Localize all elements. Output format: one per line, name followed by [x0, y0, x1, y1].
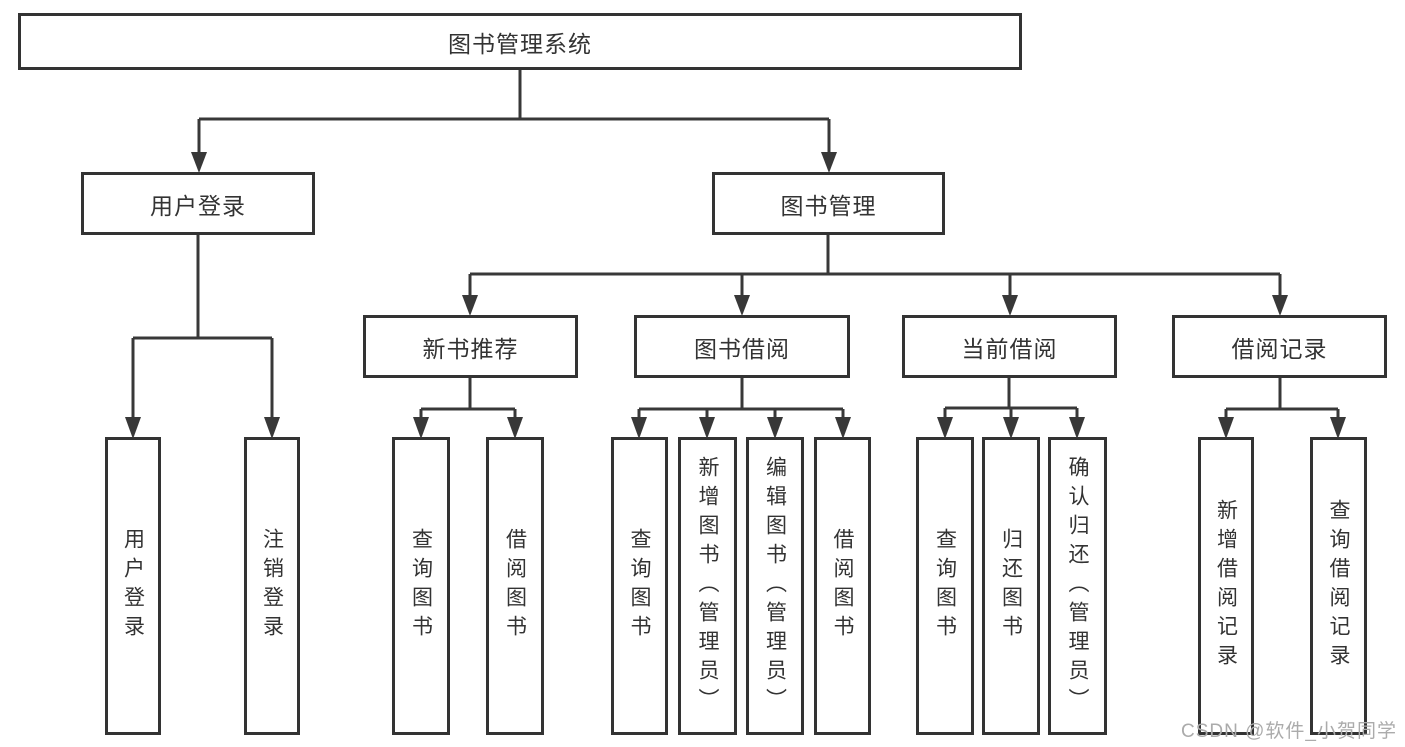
- csdn-watermark: CSDN @软件_小贺同学: [1181, 721, 1397, 742]
- node-new-book-recommend: 新书推荐: [363, 315, 578, 378]
- node-label: 确认归还（管理员）: [1066, 455, 1089, 717]
- node-label: 查询图书: [933, 528, 957, 644]
- node-label: 新增图书（管理员）: [696, 455, 719, 717]
- node-book-borrow: 图书借阅: [634, 315, 850, 378]
- node-label: 编辑图书（管理员）: [763, 455, 787, 717]
- leaf-user-login: 用户登录: [105, 437, 161, 735]
- node-label: 新书推荐: [422, 335, 519, 362]
- node-label: 新增借阅记录: [1214, 499, 1238, 673]
- leaf-query-book-current: 查询图书: [916, 437, 974, 735]
- leaf-edit-book-admin: 编辑图书（管理员）: [746, 437, 804, 735]
- leaf-query-book-borrow: 查询图书: [611, 437, 668, 735]
- node-label: 图书借阅: [694, 335, 790, 362]
- node-label: 用户登录: [150, 192, 246, 219]
- leaf-query-book-recommend: 查询图书: [392, 437, 450, 735]
- node-label: 图书管理系统: [448, 30, 592, 57]
- node-label: 当前借阅: [961, 335, 1058, 362]
- node-current-borrow: 当前借阅: [902, 315, 1117, 378]
- leaf-add-borrow-record: 新增借阅记录: [1198, 437, 1254, 735]
- leaf-add-book-admin: 新增图书（管理员）: [678, 437, 737, 735]
- leaf-borrow-book: 借阅图书: [814, 437, 871, 735]
- node-label: 查询图书: [409, 528, 433, 644]
- node-label: 借阅图书: [503, 528, 527, 644]
- leaf-query-borrow-record: 查询借阅记录: [1310, 437, 1367, 735]
- leaf-confirm-return-admin: 确认归还（管理员）: [1048, 437, 1107, 735]
- node-label: 用户登录: [121, 528, 145, 644]
- node-label: 注销登录: [260, 528, 284, 644]
- leaf-return-book: 归还图书: [982, 437, 1040, 735]
- node-user-login: 用户登录: [81, 172, 315, 235]
- node-label: 借阅图书: [831, 528, 854, 644]
- node-borrow-record: 借阅记录: [1172, 315, 1387, 378]
- node-label: 查询图书: [628, 528, 651, 644]
- node-label: 归还图书: [999, 528, 1023, 644]
- node-label: 图书管理: [780, 192, 877, 219]
- leaf-borrow-book-recommend: 借阅图书: [486, 437, 544, 735]
- node-book-management: 图书管理: [712, 172, 945, 235]
- node-label: 查询借阅记录: [1327, 499, 1350, 673]
- leaf-logout: 注销登录: [244, 437, 300, 735]
- node-root-system: 图书管理系统: [18, 13, 1022, 70]
- node-label: 借阅记录: [1231, 335, 1328, 362]
